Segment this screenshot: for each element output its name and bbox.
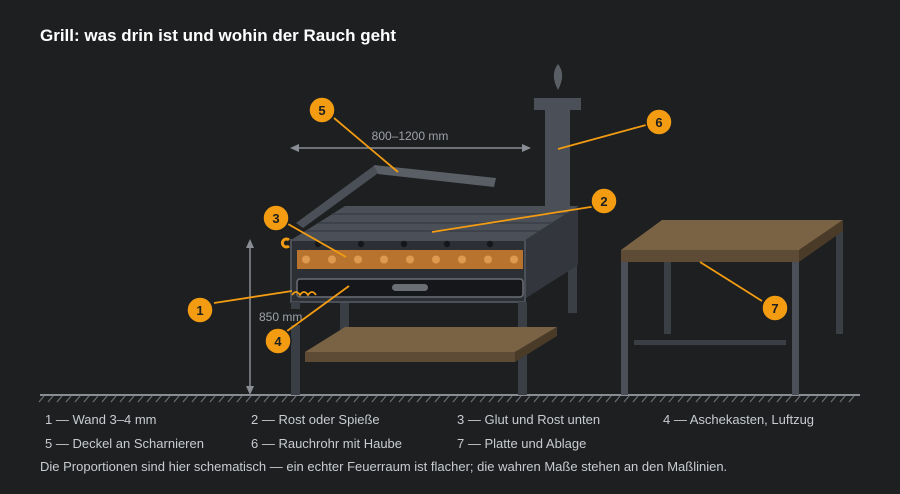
height-label: 850 mm bbox=[259, 310, 302, 324]
legend-item-2: 2 — Rost oder Spieße bbox=[251, 412, 380, 427]
legend-item-6: 6 — Rauchrohr mit Haube bbox=[251, 436, 403, 451]
wall-marker bbox=[291, 291, 317, 297]
ash-drawer-handle bbox=[392, 284, 428, 291]
footnote: Die Proportionen sind hier schematisch —… bbox=[40, 459, 728, 474]
lower-shelf bbox=[305, 327, 557, 362]
side-table bbox=[621, 220, 843, 395]
svg-text:5: 5 bbox=[318, 103, 325, 118]
smoke-icon bbox=[553, 64, 563, 90]
legend-item-5: 5 — Deckel an Scharnieren bbox=[45, 436, 204, 451]
svg-text:7: 7 bbox=[771, 301, 778, 316]
grill-legs-back bbox=[340, 265, 577, 330]
callout-1: 1 bbox=[186, 296, 214, 324]
width-dimension: 800–1200 mm bbox=[290, 129, 531, 152]
ground bbox=[38, 394, 860, 403]
chimney bbox=[534, 64, 581, 218]
svg-text:2: 2 bbox=[600, 194, 607, 209]
hinge-icon bbox=[280, 237, 290, 249]
svg-text:3: 3 bbox=[272, 211, 279, 226]
svg-text:4: 4 bbox=[274, 334, 282, 349]
legend-item-4: 4 — Aschekasten, Luftzug bbox=[663, 412, 815, 427]
svg-text:6: 6 bbox=[655, 115, 662, 130]
grill-front bbox=[280, 237, 526, 303]
height-dimension: 850 mm bbox=[246, 239, 306, 395]
grill-top bbox=[291, 206, 578, 240]
legend-item-3: 3 — Glut und Rost unten bbox=[457, 412, 601, 427]
grill-side-panel bbox=[523, 205, 578, 300]
callout-7: 7 bbox=[761, 294, 789, 322]
svg-text:1: 1 bbox=[196, 303, 203, 318]
callout-4: 4 bbox=[264, 327, 292, 355]
callout-5: 5 bbox=[308, 96, 336, 124]
legend-item-1: 1 — Wand 3–4 mm bbox=[45, 412, 157, 427]
page-title: Grill: was drin ist und wohin der Rauch … bbox=[40, 26, 397, 45]
legend-item-7: 7 — Platte und Ablage bbox=[457, 436, 587, 451]
callout-6: 6 bbox=[645, 108, 673, 136]
leader-lines bbox=[213, 117, 763, 335]
grill-lid bbox=[296, 165, 496, 228]
callout-2: 2 bbox=[590, 187, 618, 215]
callout-3: 3 bbox=[262, 204, 290, 232]
width-label: 800–1200 mm bbox=[372, 129, 449, 143]
